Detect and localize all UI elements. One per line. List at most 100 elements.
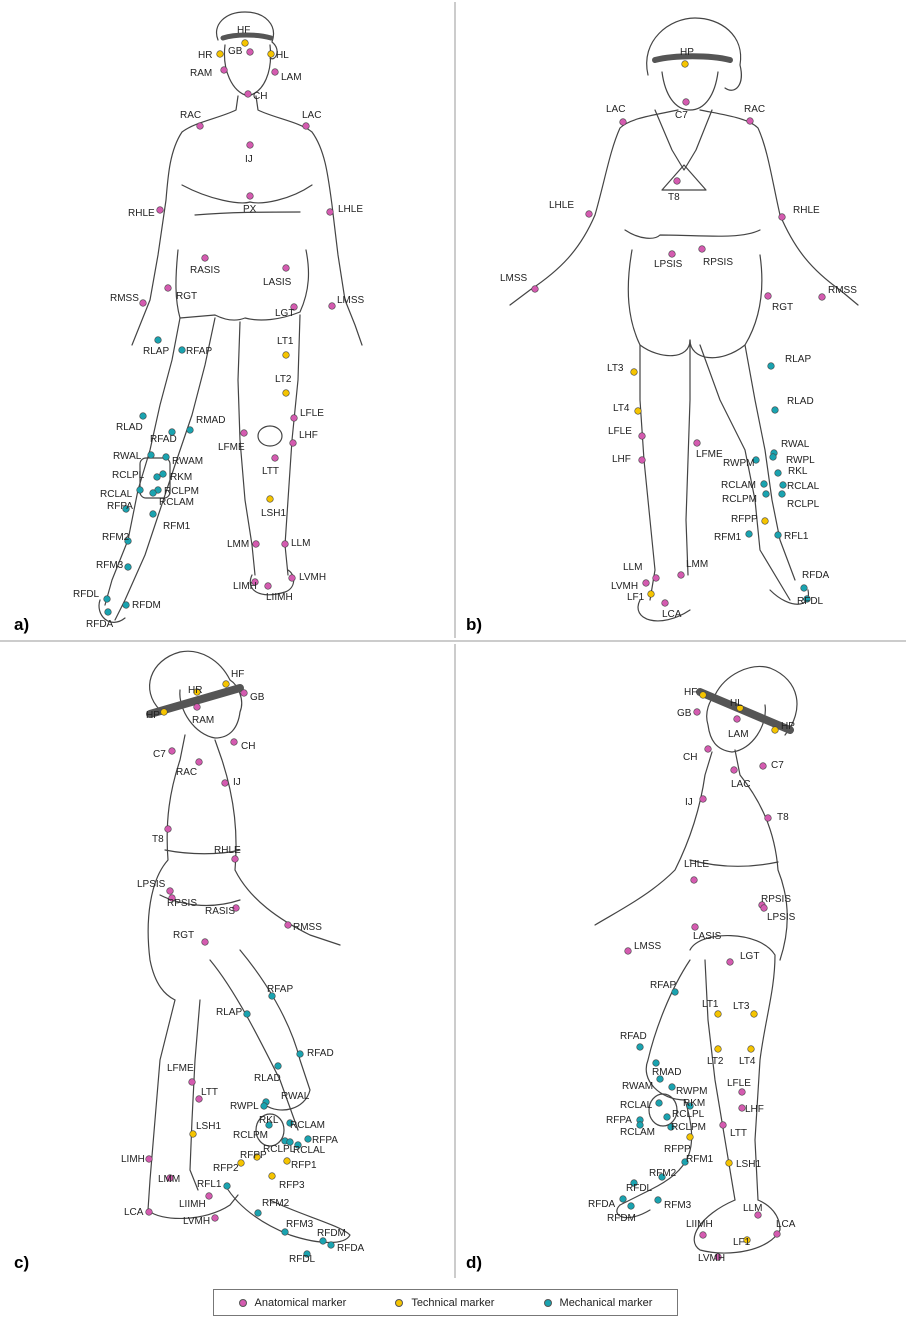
- marker-label-a-ram: RAM: [190, 68, 212, 79]
- marker-dot-b-lt4: [634, 407, 642, 415]
- marker-label-d-llm: LLM: [743, 1203, 762, 1214]
- marker-dot-c-rfm3: [281, 1228, 289, 1236]
- marker-label-a-hl: HL: [276, 50, 289, 61]
- marker-dot-d-ltt: [719, 1121, 727, 1129]
- marker-dot-c-rfdl: [303, 1250, 311, 1258]
- marker-dot-d-lvmh: [714, 1253, 722, 1261]
- technical-dot-icon: [395, 1298, 404, 1307]
- marker-label-a-lsh1: LSH1: [261, 508, 286, 519]
- marker-label-c-ij: IJ: [233, 777, 241, 788]
- marker-label-c-lmm: LMM: [158, 1174, 180, 1185]
- marker-dot-a-lasis: [282, 264, 290, 272]
- marker-dot-d-lf1: [743, 1236, 751, 1244]
- marker-dot-d-rfda: [619, 1195, 627, 1203]
- marker-label-b-lmm: LMM: [686, 559, 708, 570]
- marker-label-d-rclpl: RCLPL: [672, 1109, 705, 1120]
- marker-dot-a-ch: [244, 90, 252, 98]
- marker-dot-c-ij: [221, 779, 229, 787]
- marker-label-d-rfdm: RFDM: [607, 1213, 636, 1224]
- marker-label-a-rmss: RMSS: [110, 293, 139, 304]
- marker-label-a-rclam: RCLAM: [159, 497, 194, 508]
- marker-label-c-rpsis: RPSIS: [167, 898, 197, 909]
- marker-label-b-rwpl: RWPL: [786, 455, 815, 466]
- legend-label-mechanical: Mechanical marker: [559, 1296, 653, 1309]
- marker-label-a-rgt: RGT: [176, 291, 197, 302]
- marker-label-b-lac: LAC: [606, 104, 625, 115]
- marker-dot-d-rclpl: [663, 1113, 671, 1121]
- panel-label-c: c): [14, 1253, 29, 1272]
- marker-label-b-hp: HP: [680, 47, 694, 58]
- marker-dot-c-c7: [168, 747, 176, 755]
- marker-label-c-lsh1: LSH1: [196, 1121, 221, 1132]
- marker-label-a-rfad: RFAD: [150, 434, 177, 445]
- marker-dot-a-rfdl: [103, 595, 111, 603]
- marker-dot-b-rfm1: [745, 530, 753, 538]
- marker-dot-b-llm: [652, 574, 660, 582]
- marker-dot-d-hp: [771, 726, 779, 734]
- marker-label-d-ltt: LTT: [730, 1128, 747, 1139]
- marker-label-d-rfm3: RFM3: [664, 1200, 692, 1211]
- marker-dot-d-t8: [764, 814, 772, 822]
- marker-label-a-liimh: LIIMH: [266, 592, 293, 603]
- marker-label-a-lac: LAC: [302, 110, 321, 121]
- marker-label-b-rclpm: RCLPM: [722, 494, 757, 505]
- marker-label-a-rlad: RLAD: [116, 422, 143, 433]
- marker-dot-b-rlad: [771, 406, 779, 414]
- marker-dot-b-lvmh: [642, 579, 650, 587]
- marker-dot-d-lhf: [738, 1104, 746, 1112]
- marker-label-a-hf: HF: [237, 25, 250, 36]
- anatomical-dot-icon: [238, 1298, 247, 1307]
- marker-dot-d-lasis: [691, 923, 699, 931]
- panel-label-b: b): [466, 615, 482, 634]
- marker-dot-d-hl: [736, 704, 744, 712]
- marker-dot-a-rlap: [154, 336, 162, 344]
- marker-label-a-px: PX: [243, 204, 257, 215]
- marker-dot-c-rkl: [265, 1121, 273, 1129]
- marker-label-b-rwal: RWAL: [781, 439, 810, 450]
- marker-dot-c-rfpp: [253, 1153, 261, 1161]
- marker-dot-c-lmm: [166, 1174, 174, 1182]
- marker-label-a-ij: IJ: [245, 154, 253, 165]
- marker-dot-b-lac: [619, 118, 627, 126]
- marker-dot-a-lfle: [290, 414, 298, 422]
- marker-label-a-rwam: RWAM: [172, 456, 203, 467]
- marker-dot-a-hl: [267, 50, 275, 58]
- marker-label-c-rhle: RHLE: [214, 845, 241, 856]
- marker-label-d-rfpp: RFPP: [664, 1144, 691, 1155]
- marker-label-b-lca: LCA: [662, 609, 682, 620]
- marker-label-d-rmad: RMAD: [652, 1067, 681, 1078]
- marker-label-c-rfda: RFDA: [337, 1243, 365, 1254]
- marker-dot-c-rwpl: [260, 1102, 268, 1110]
- marker-label-b-rgt: RGT: [772, 302, 793, 313]
- marker-label-c-c7: C7: [153, 749, 166, 760]
- marker-dot-b-rclpl: [778, 490, 786, 498]
- marker-label-d-rclal: RCLAL: [620, 1100, 653, 1111]
- marker-dot-a-hr: [216, 50, 224, 58]
- marker-dot-a-lvmh: [288, 574, 296, 582]
- marker-dot-c-rfm2: [254, 1209, 262, 1217]
- marker-dot-d-lpsis: [760, 904, 768, 912]
- marker-dot-a-lgt: [290, 303, 298, 311]
- marker-label-a-rfm3: RFM3: [96, 560, 124, 571]
- marker-label-c-rfp3: RFP3: [279, 1180, 305, 1191]
- marker-dot-c-rfdm: [319, 1237, 327, 1245]
- marker-dot-b-rlap: [767, 362, 775, 370]
- marker-label-a-rclpl: RCLPL: [112, 470, 145, 481]
- marker-label-d-lca: LCA: [776, 1219, 796, 1230]
- marker-dot-d-rfdm: [627, 1202, 635, 1210]
- marker-label-b-lt3: LT3: [607, 363, 624, 374]
- marker-label-c-rasis: RASIS: [205, 906, 235, 917]
- marker-dot-a-liimh: [264, 582, 272, 590]
- marker-dot-b-lpsis: [668, 250, 676, 258]
- marker-dot-c-rclal: [286, 1138, 294, 1146]
- marker-label-a-rfm1: RFM1: [163, 521, 191, 532]
- marker-dot-a-rkm: [159, 470, 167, 478]
- marker-dot-a-hf: [241, 39, 249, 47]
- marker-label-d-lmss: LMSS: [634, 941, 662, 952]
- marker-dot-b-rac: [746, 117, 754, 125]
- marker-dot-b-lmm: [677, 571, 685, 579]
- marker-label-c-liimh: LIIMH: [179, 1199, 206, 1210]
- marker-dot-b-rfdl: [803, 595, 811, 603]
- marker-dot-b-rgt: [764, 292, 772, 300]
- marker-dot-a-ltt: [271, 454, 279, 462]
